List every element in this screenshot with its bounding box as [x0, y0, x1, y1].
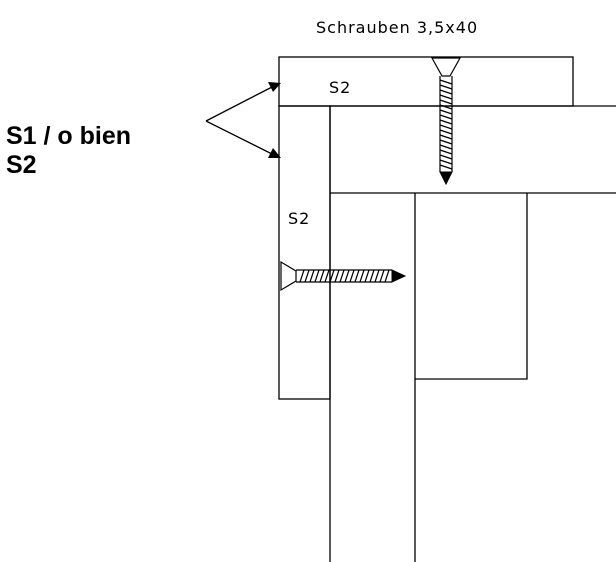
- side-batten: [278, 105, 331, 400]
- top-batten: [278, 56, 574, 107]
- top-batten-label: S2: [329, 78, 351, 97]
- pointer-arrows: [205, 82, 281, 158]
- note-line-1: S1 / o bien: [6, 122, 131, 150]
- vertical-screw-icon: [430, 57, 462, 186]
- note-line-2: S2: [6, 151, 37, 179]
- top-plate: [329, 105, 616, 194]
- side-batten-label: S2: [288, 209, 310, 228]
- inner-panel: [415, 193, 528, 380]
- vertical-post: [329, 193, 416, 562]
- screw-caption: Schrauben 3,5x40: [316, 18, 478, 37]
- horizontal-screw-icon: [280, 260, 407, 292]
